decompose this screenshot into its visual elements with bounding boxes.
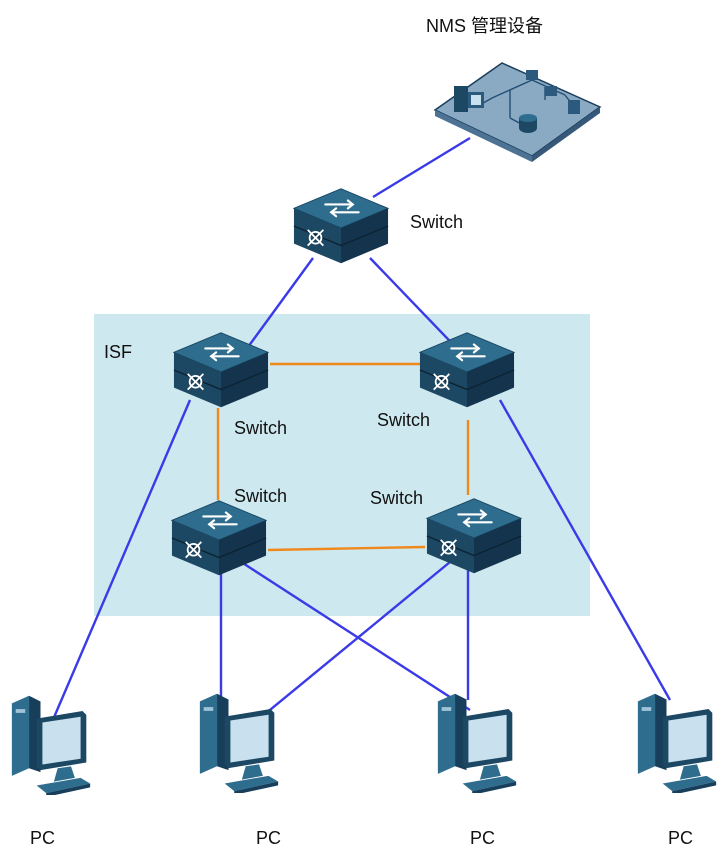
switch-label-top-left: Switch — [234, 418, 288, 438]
pc-3-icon — [437, 693, 517, 793]
stack-links — [216, 362, 470, 552]
nms-server-cluster-icon — [433, 62, 602, 162]
pc-label-1: PC — [30, 828, 56, 848]
pc-label-4: PC — [668, 828, 694, 848]
pc-1-icon — [11, 695, 91, 795]
pc-2-icon — [199, 693, 279, 793]
switch-label-top-right: Switch — [377, 410, 431, 430]
switch-label-bottom-left: Switch — [234, 486, 288, 506]
nms-label: NMS 管理设备 — [426, 16, 543, 36]
isf-region — [94, 314, 590, 616]
pc-4-icon — [637, 693, 717, 793]
switch-label-bottom-right: Switch — [370, 488, 424, 508]
isf-label: ISF — [104, 342, 133, 362]
switch-label-core: Switch — [410, 212, 464, 232]
uplinks — [50, 136, 672, 729]
pc-label-3: PC — [470, 828, 496, 848]
pc-label-2: PC — [256, 828, 282, 848]
core-switch-icon — [292, 187, 390, 265]
